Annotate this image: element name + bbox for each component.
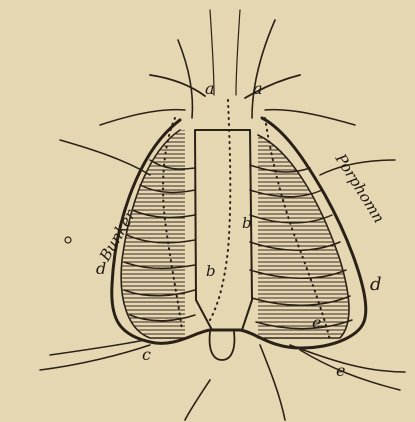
label-d-left: d — [96, 259, 106, 278]
point-marker — [65, 237, 71, 243]
costal-right-2 — [300, 350, 400, 390]
label-b-lower: b — [206, 262, 216, 280]
clavicle-left — [150, 75, 205, 96]
neck-left — [178, 40, 192, 118]
label-a-right: a — [253, 79, 263, 98]
label-d-right: d — [370, 274, 382, 295]
label-e-low: e — [336, 361, 345, 380]
arm-left — [60, 140, 150, 175]
costal-left — [50, 340, 145, 355]
neck-right — [252, 20, 275, 118]
abdomen-left — [185, 380, 210, 420]
arm-top-right — [265, 110, 355, 125]
xiphoid — [210, 332, 235, 360]
abdomen-curve — [260, 345, 285, 420]
neck-mid-right — [236, 10, 240, 95]
label-b-upper: b — [242, 214, 252, 232]
label-c: c — [142, 345, 151, 364]
label-a-left: a — [205, 79, 215, 98]
dotted-mid — [210, 100, 230, 320]
label-e-mid: e — [312, 313, 321, 332]
